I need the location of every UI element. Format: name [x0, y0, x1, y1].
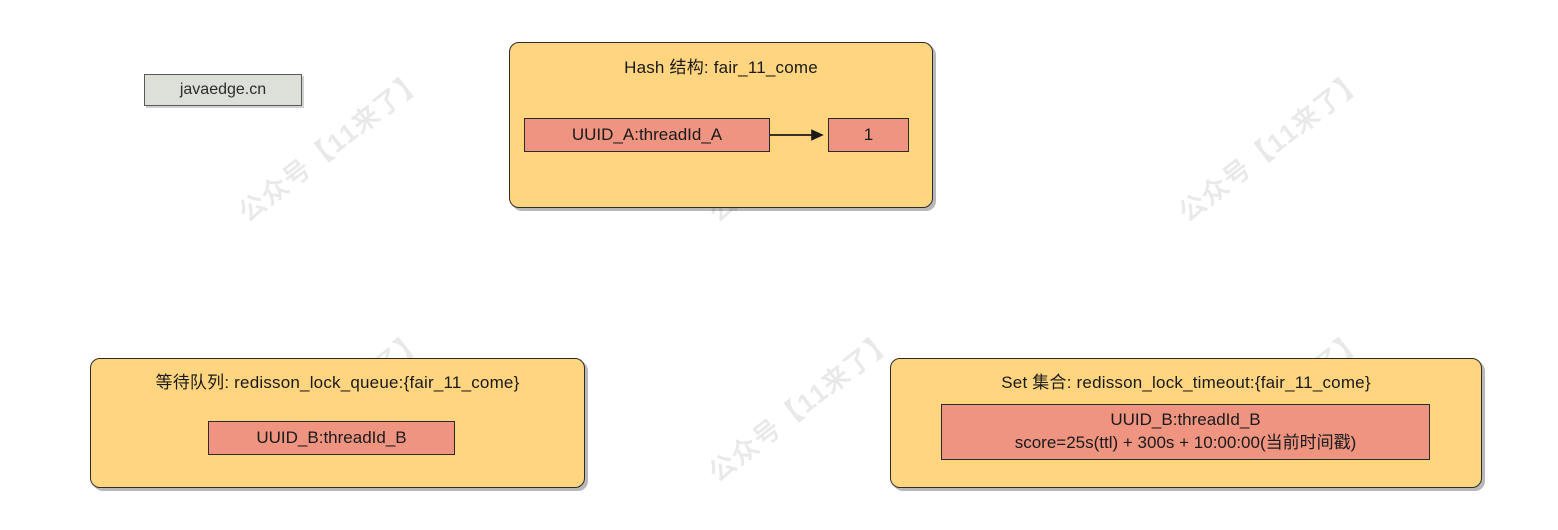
brand-tag-label: javaedge.cn [179, 81, 267, 98]
hash-value-label: 1 [863, 124, 874, 144]
timeout-set-entry: UUID_B:threadId_B score=25s(ttl) + 300s … [941, 404, 1430, 460]
brand-tag: javaedge.cn [144, 74, 302, 106]
timeout-set-entry-score: score=25s(ttl) + 300s + 10:00:00(当前时间戳) [1014, 433, 1357, 452]
hash-value-entry: 1 [828, 118, 909, 152]
hash-field-entry: UUID_A:threadId_A [524, 118, 770, 152]
wait-queue-entry: UUID_B:threadId_B [208, 421, 455, 455]
timeout-set-entry-member: UUID_B:threadId_B [1110, 410, 1261, 430]
timeout-set-title: Set 集合: redisson_lock_timeout:{fair_11_c… [1001, 373, 1371, 392]
wait-queue-entry-label: UUID_B:threadId_B [256, 427, 407, 447]
hash-structure-title: Hash 结构: fair_11_come [624, 58, 818, 77]
field-to-value-arrow-icon [770, 129, 824, 141]
wait-queue-title: 等待队列: redisson_lock_queue:{fair_11_come} [155, 373, 520, 392]
hash-field-label: UUID_A:threadId_A [571, 124, 723, 144]
